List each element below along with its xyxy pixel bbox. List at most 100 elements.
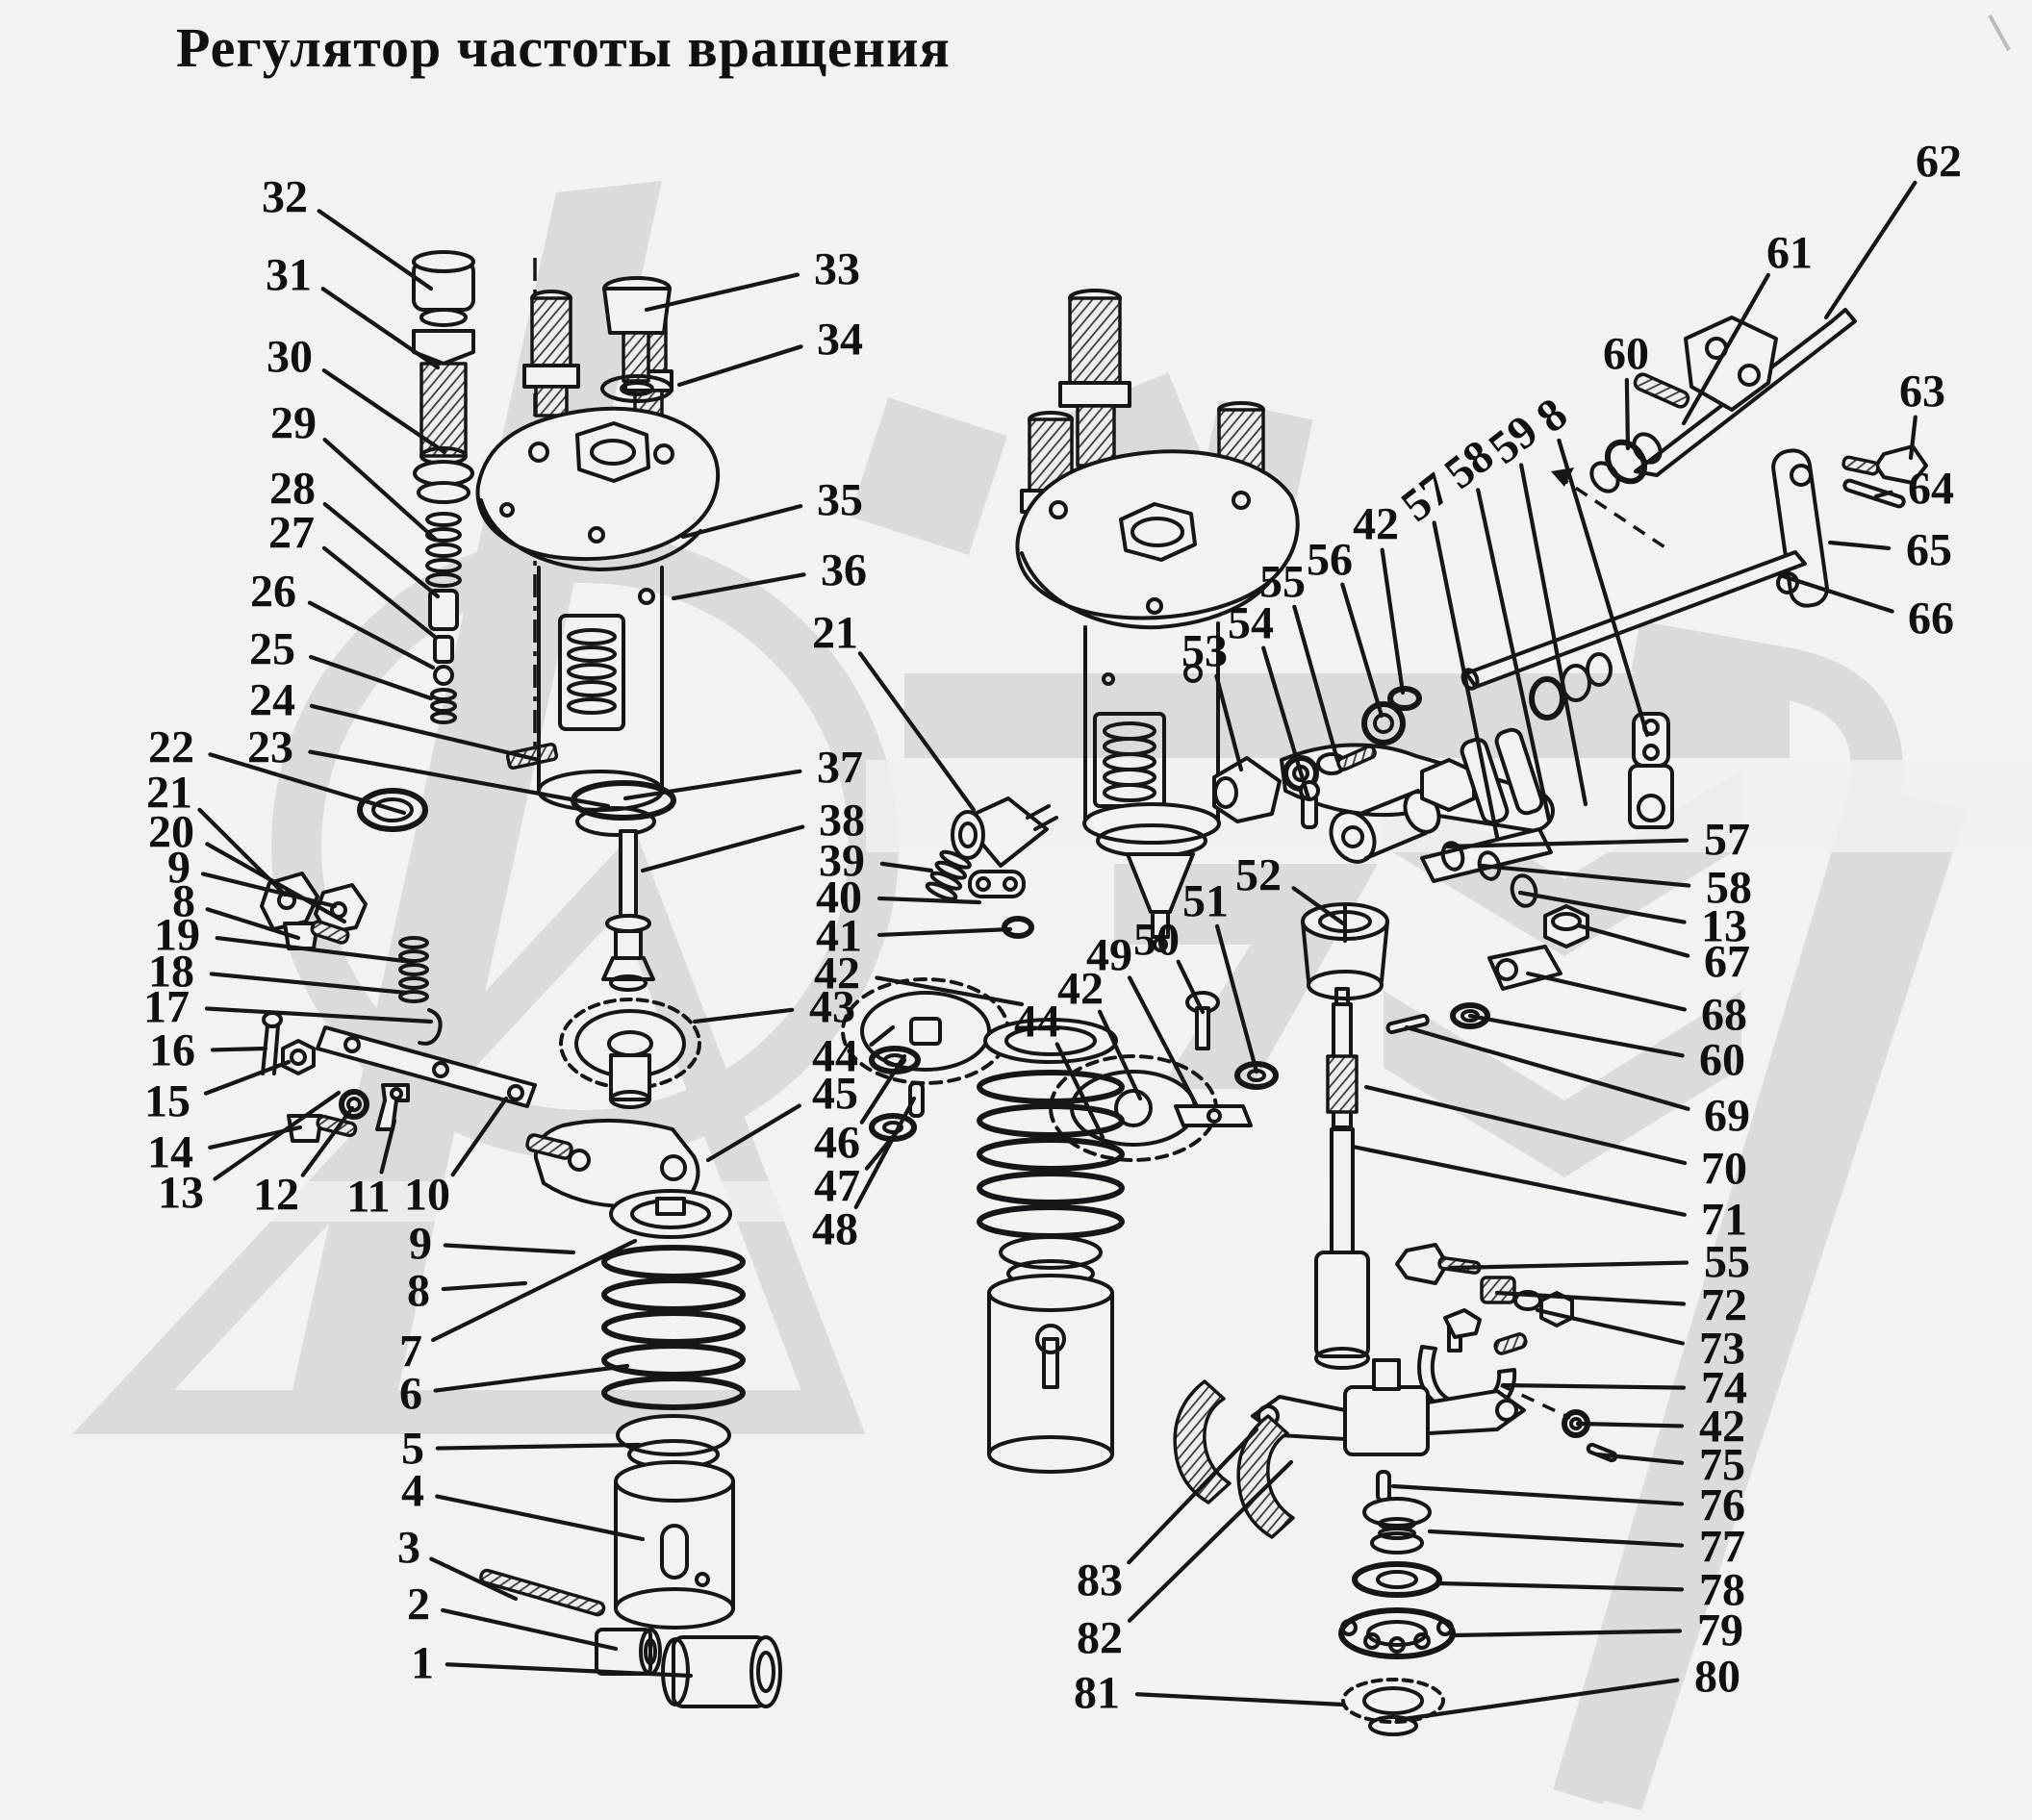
part-number-label: 52	[1235, 850, 1282, 901]
part-number-label: 8	[407, 1266, 430, 1317]
leader-line	[1097, 1009, 1143, 1101]
part-number-label: 55	[1259, 557, 1306, 608]
part-number-label: 78	[1699, 1565, 1745, 1616]
part-number-label: 55	[1704, 1237, 1750, 1288]
leader-line	[1557, 438, 1650, 738]
leader-line	[859, 1053, 907, 1125]
leader-line	[213, 1090, 342, 1181]
leader-line	[879, 861, 934, 873]
leader-line	[1432, 520, 1500, 840]
part-number-label: 51	[1182, 876, 1229, 927]
leader-line	[1681, 272, 1770, 426]
part-number-label: 14	[147, 1127, 193, 1178]
part-number-label: 42	[1057, 964, 1104, 1015]
leader-line	[300, 1105, 355, 1177]
leader-line	[1176, 959, 1206, 1015]
part-number-label: 41	[816, 911, 862, 962]
leader-line	[1127, 1459, 1294, 1623]
leader-line	[321, 545, 438, 640]
leader-line	[1261, 645, 1311, 801]
part-number-label: 21	[146, 768, 192, 819]
part-number-label: 18	[148, 947, 194, 998]
part-number-label: 57	[1704, 815, 1750, 866]
leader-line	[1350, 1144, 1687, 1217]
part-number-label: 21	[812, 608, 858, 659]
leader-line	[1292, 604, 1340, 763]
part-number-label: 32	[262, 172, 308, 223]
part-number-labels: 3231302928272625242322212098191817161514…	[143, 137, 1962, 1719]
leader-line	[209, 972, 409, 996]
part-number-label: 15	[144, 1076, 190, 1127]
leader-line	[1380, 547, 1406, 695]
part-number-label: 58	[1706, 863, 1752, 914]
governor-linkage	[1173, 308, 1928, 1736]
leader-line	[309, 654, 434, 701]
part-number-label: 42	[814, 948, 860, 999]
part-number-label: 71	[1701, 1195, 1747, 1246]
part-number-label: 60	[1603, 329, 1649, 380]
leader-line	[1214, 923, 1259, 1074]
part-number-label: 70	[1701, 1144, 1747, 1195]
leader-line	[322, 437, 438, 542]
leader-line	[208, 752, 407, 816]
leader-line	[1127, 975, 1200, 1109]
part-number-label: 13	[1701, 901, 1747, 952]
part-number-label: 61	[1766, 228, 1813, 279]
leader-line	[1436, 1580, 1685, 1592]
part-number-label: 25	[249, 624, 295, 675]
part-number-label: 43	[809, 982, 855, 1033]
leader-line	[317, 209, 434, 291]
leader-line	[1291, 886, 1346, 926]
part-number-label: 27	[268, 508, 315, 559]
part-number-label: 56	[1307, 535, 1353, 586]
part-number-label: 13	[158, 1168, 204, 1219]
part-number-label: 66	[1908, 594, 1954, 645]
part-number-label: 73	[1699, 1324, 1745, 1375]
leader-line	[1823, 180, 1918, 320]
part-number-label: 75	[1699, 1440, 1745, 1491]
part-number-label: 37	[817, 743, 863, 794]
leader-line	[1054, 1042, 1105, 1140]
leader-line	[431, 1238, 638, 1343]
part-number-label: 16	[149, 1025, 195, 1076]
leader-line	[379, 1118, 397, 1175]
leader-line	[435, 1494, 646, 1542]
leader-line	[308, 749, 611, 809]
part-number-label: 39	[819, 836, 865, 887]
watermark-logo	[0, 14, 2032, 1810]
leader-line	[320, 287, 441, 370]
part-number-label: 74	[1701, 1363, 1747, 1414]
leader-line	[1575, 923, 1690, 958]
leader-line	[443, 1243, 576, 1255]
part-number-label: 3	[397, 1523, 420, 1574]
part-number-label: 50	[1133, 915, 1180, 966]
leader-line	[1777, 572, 1894, 614]
part-number-label: 5	[401, 1424, 424, 1475]
leader-line	[1827, 540, 1892, 551]
part-number-label: 4	[401, 1466, 424, 1517]
part-number-label: 69	[1704, 1091, 1750, 1142]
left-pump-section	[475, 276, 782, 1708]
leader-line	[1452, 1629, 1683, 1638]
part-number-label: 47	[814, 1161, 860, 1212]
leader-line	[1134, 1692, 1346, 1707]
part-number-label: 2	[407, 1580, 430, 1630]
part-number-label: 76	[1699, 1480, 1745, 1531]
leader-line	[322, 501, 441, 599]
part-number-label: 23	[247, 722, 293, 773]
leader-line	[435, 1442, 642, 1451]
leader-line	[875, 975, 1025, 1007]
middle-pump-section	[841, 289, 1300, 1474]
part-number-label: 30	[267, 332, 313, 383]
leader-line	[307, 600, 436, 670]
leader-line	[1363, 1084, 1688, 1166]
part-number-label: 53	[1181, 626, 1228, 677]
part-number-label: 12	[253, 1170, 299, 1221]
leader-line	[205, 907, 301, 941]
leader-line	[1624, 377, 1631, 451]
leader-line	[692, 1007, 795, 1024]
part-number-label: 46	[814, 1118, 860, 1169]
leader-line	[876, 896, 982, 905]
